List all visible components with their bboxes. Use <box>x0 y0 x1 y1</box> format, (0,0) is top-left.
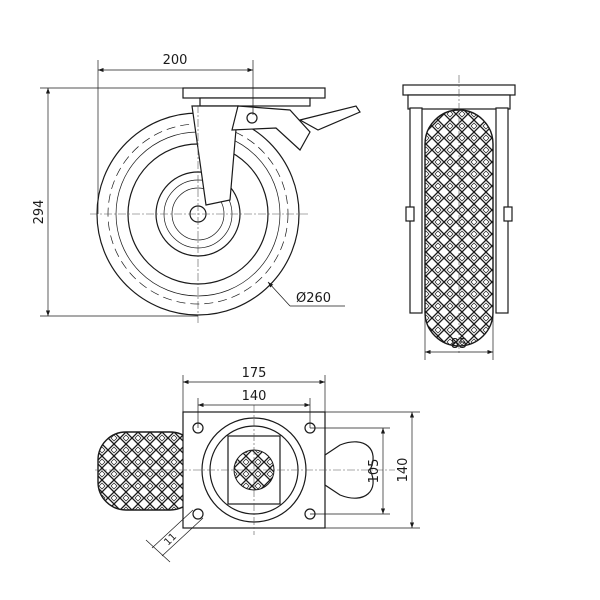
brake-pedal <box>298 105 361 131</box>
dim-hole-spacing-y: 105 <box>367 459 382 484</box>
bottom-view: 175 140 105 140 11 <box>95 366 420 563</box>
top-plate <box>182 87 326 99</box>
fork-leg <box>191 105 239 206</box>
dim-front-height: 294 <box>32 200 47 225</box>
side-view: 85 <box>402 75 516 360</box>
dim-front-width: 200 <box>163 53 188 68</box>
dim-hole-diameter: 11 <box>162 531 179 548</box>
dim-wheel-diameter: Ø260 <box>296 291 331 306</box>
front-view: 200 294 Ø260 <box>32 53 361 325</box>
dim-plate-width: 175 <box>242 366 267 381</box>
dim-plate-depth: 140 <box>396 458 411 483</box>
dim-side-width: 85 <box>451 337 468 352</box>
dim-hole-spacing-x: 140 <box>242 389 267 404</box>
